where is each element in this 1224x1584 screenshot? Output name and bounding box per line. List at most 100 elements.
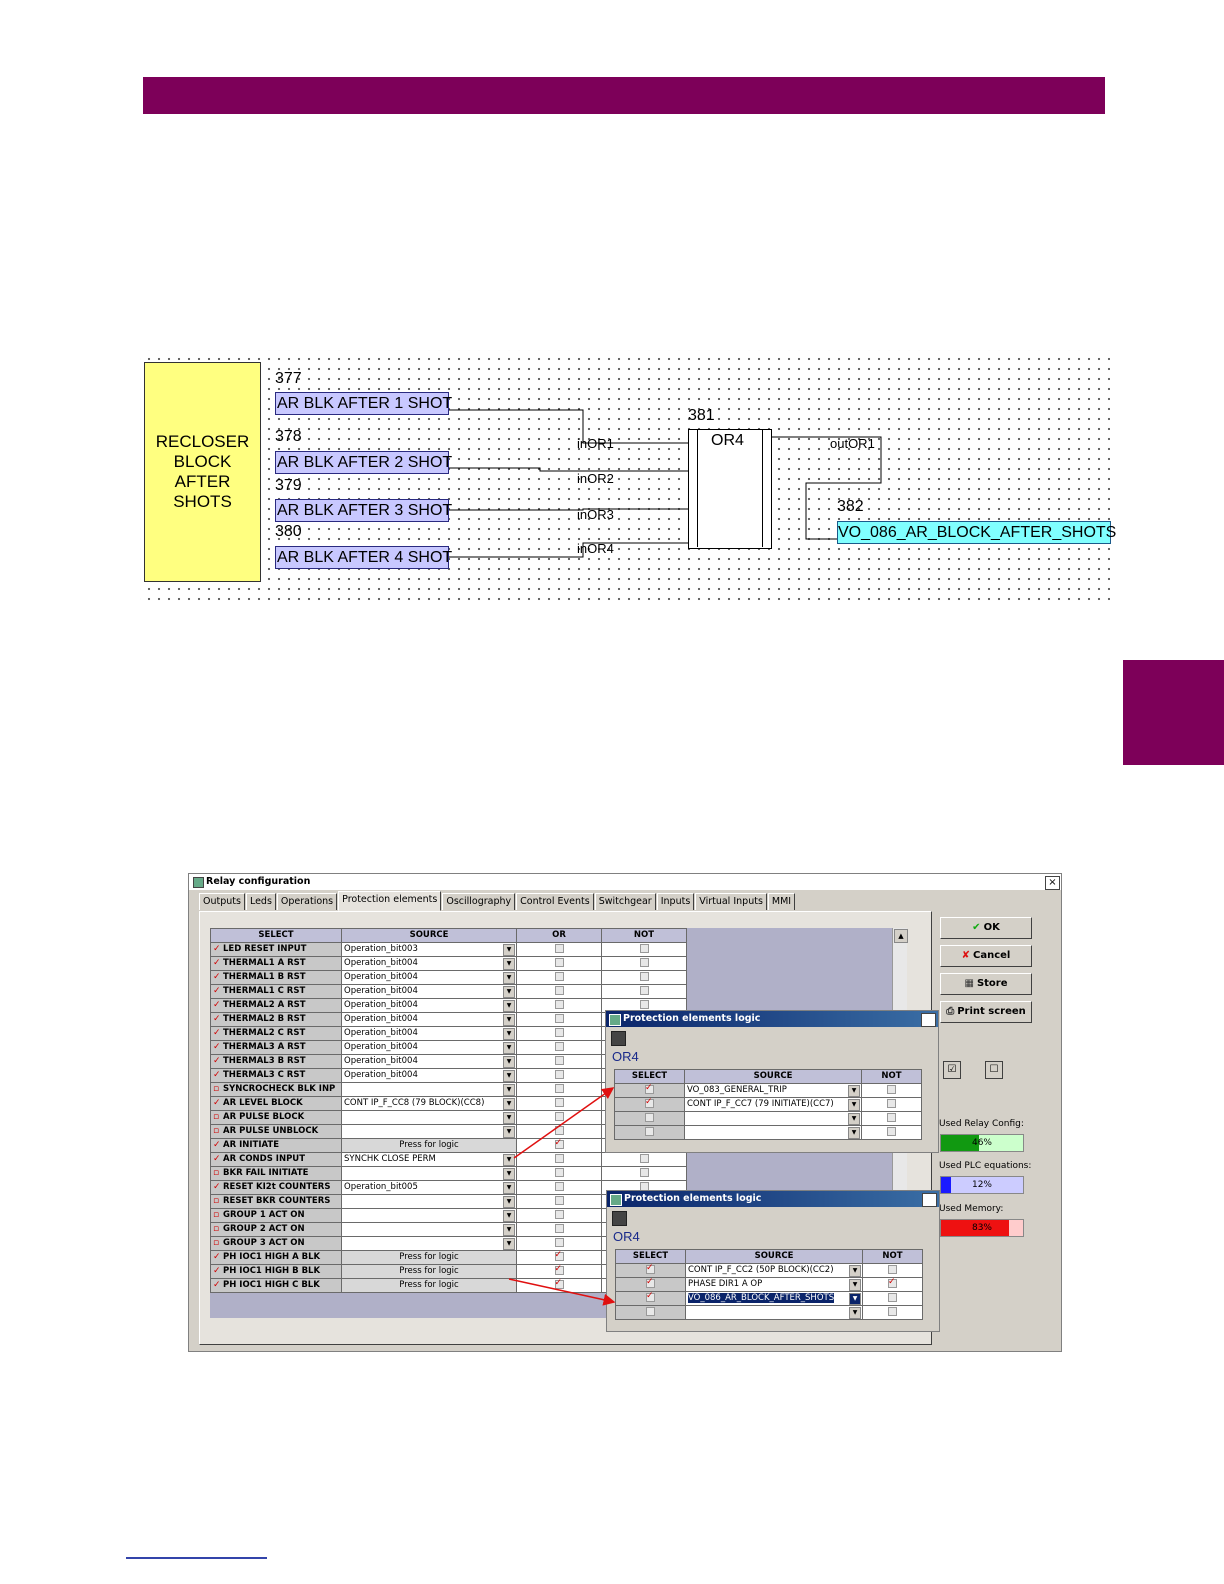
not-checkbox[interactable]: [887, 1113, 896, 1122]
row-not-cell[interactable]: [601, 1152, 687, 1167]
checkbox-icon[interactable]: ✓: [213, 1014, 221, 1024]
row-source-cell[interactable]: Operation_bit005▼: [341, 1180, 517, 1195]
row-select-cell[interactable]: ✓THERMAL3 A RST: [210, 1040, 342, 1055]
close-icon[interactable]: ×: [1045, 876, 1060, 890]
or-checkbox[interactable]: [554, 1126, 564, 1135]
or-checkbox[interactable]: [554, 1000, 564, 1009]
row-source-cell[interactable]: Operation_bit004▼: [341, 1040, 517, 1055]
or-checkbox[interactable]: [554, 1154, 564, 1163]
popup-not-cell[interactable]: [862, 1276, 923, 1292]
checkbox-icon[interactable]: ✓: [213, 1280, 221, 1290]
row-or-cell[interactable]: [516, 970, 602, 985]
table-row[interactable]: VO_086_AR_BLOCK_AFTER_SHOTS▼: [615, 1290, 923, 1306]
tab-virtual-inputs[interactable]: Virtual Inputs: [695, 893, 767, 910]
row-select-cell[interactable]: ✓THERMAL1 A RST: [210, 956, 342, 971]
checkbox-icon[interactable]: ✓: [213, 1182, 221, 1192]
scroll-up-icon[interactable]: ▲: [894, 929, 908, 943]
or-checkbox[interactable]: [554, 1238, 564, 1247]
dropdown-arrow-icon[interactable]: ▼: [849, 1307, 861, 1319]
popup-source-cell[interactable]: CONT IP_F_CC2 (50P BLOCK)(CC2)▼: [685, 1263, 863, 1278]
not-checkbox[interactable]: [639, 1000, 649, 1009]
dropdown-arrow-icon[interactable]: ▼: [503, 1238, 515, 1250]
not-checkbox[interactable]: [887, 1085, 896, 1094]
popup-not-cell[interactable]: [862, 1291, 923, 1306]
row-select-cell[interactable]: ✓THERMAL2 C RST: [210, 1026, 342, 1041]
popup-source-cell[interactable]: CONT IP_F_CC7 (79 INITIATE)(CC7)▼: [684, 1097, 862, 1112]
row-or-cell[interactable]: [516, 1180, 602, 1195]
row-source-cell[interactable]: Press for logic: [341, 1278, 517, 1293]
table-row[interactable]: ▫BKR FAIL INITIATE▼: [210, 1166, 687, 1181]
row-source-cell[interactable]: ▼: [341, 1110, 517, 1125]
popup-select-cell[interactable]: [614, 1082, 685, 1098]
row-or-cell[interactable]: [516, 1194, 602, 1209]
dropdown-arrow-icon[interactable]: ▼: [503, 986, 515, 998]
dropdown-arrow-icon[interactable]: ▼: [503, 1112, 515, 1124]
not-checkbox[interactable]: [888, 1265, 897, 1274]
tab-mmi[interactable]: MMI: [767, 893, 796, 910]
checkbox-icon[interactable]: ✓: [213, 958, 221, 968]
row-source-cell[interactable]: ▼: [341, 1194, 517, 1209]
or-checkbox[interactable]: [554, 1210, 564, 1219]
or-checkbox[interactable]: [554, 1168, 564, 1177]
row-or-cell[interactable]: [516, 1026, 602, 1041]
select-checkbox[interactable]: [646, 1290, 655, 1303]
select-all-button[interactable]: ☑: [943, 1061, 961, 1079]
checkbox-icon[interactable]: ✓: [213, 1056, 221, 1066]
row-source-cell[interactable]: ▼: [341, 1124, 517, 1139]
dropdown-arrow-icon[interactable]: ▼: [503, 1056, 515, 1068]
select-checkbox[interactable]: [645, 1113, 654, 1122]
row-select-cell[interactable]: ▫GROUP 1 ACT ON: [210, 1208, 342, 1223]
tab-control-events[interactable]: Control Events: [516, 893, 594, 910]
row-or-cell[interactable]: [516, 1054, 602, 1069]
row-source-cell[interactable]: Operation_bit004▼: [341, 1054, 517, 1069]
popup-not-cell[interactable]: [861, 1083, 922, 1098]
deselect-all-button[interactable]: ☐: [985, 1061, 1003, 1079]
checkbox-icon[interactable]: ✓: [213, 1070, 221, 1080]
or-checkbox[interactable]: [554, 1028, 564, 1037]
row-source-cell[interactable]: Operation_bit004▼: [341, 1068, 517, 1083]
or-checkbox[interactable]: [554, 1056, 564, 1065]
select-checkbox[interactable]: [645, 1096, 654, 1109]
popup-select-cell[interactable]: [614, 1111, 685, 1126]
row-select-cell[interactable]: ✓AR INITIATE: [210, 1138, 342, 1153]
row-source-cell[interactable]: Press for logic: [341, 1138, 517, 1153]
checkbox-icon[interactable]: ▫: [213, 1238, 220, 1248]
row-not-cell[interactable]: [601, 984, 687, 999]
checkbox-icon[interactable]: ▫: [213, 1112, 220, 1122]
tab-oscillography[interactable]: Oscillography: [442, 893, 516, 910]
dropdown-arrow-icon[interactable]: ▼: [503, 1210, 515, 1222]
table-row[interactable]: CONT IP_F_CC2 (50P BLOCK)(CC2)▼: [615, 1262, 923, 1278]
not-checkbox[interactable]: [887, 1127, 896, 1136]
row-select-cell[interactable]: ✓THERMAL1 C RST: [210, 984, 342, 999]
dropdown-arrow-icon[interactable]: ▼: [503, 1126, 515, 1138]
or-checkbox[interactable]: [554, 1098, 564, 1107]
popup-1-save-icon[interactable]: [611, 1031, 626, 1046]
row-or-cell[interactable]: [516, 1040, 602, 1055]
row-select-cell[interactable]: ✓PH IOC1 HIGH A BLK: [210, 1250, 342, 1265]
row-source-cell[interactable]: SYNCHK CLOSE PERM▼: [341, 1152, 517, 1167]
checkbox-icon[interactable]: ✓: [213, 944, 221, 954]
dropdown-arrow-icon[interactable]: ▼: [848, 1085, 860, 1097]
row-select-cell[interactable]: ▫AR PULSE UNBLOCK: [210, 1124, 342, 1139]
popup-not-cell[interactable]: [861, 1111, 922, 1126]
row-source-cell[interactable]: Press for logic: [341, 1250, 517, 1265]
checkbox-icon[interactable]: ✓: [213, 1098, 221, 1108]
not-checkbox[interactable]: [639, 972, 649, 981]
dropdown-arrow-icon[interactable]: ▼: [503, 972, 515, 984]
row-or-cell[interactable]: [516, 1110, 602, 1125]
or-checkbox[interactable]: [554, 944, 564, 953]
dropdown-arrow-icon[interactable]: ▼: [503, 1028, 515, 1040]
popup-select-cell[interactable]: [615, 1305, 686, 1320]
checkbox-icon[interactable]: ✓: [213, 1042, 221, 1052]
row-select-cell[interactable]: ✓THERMAL3 C RST: [210, 1068, 342, 1083]
or4-gate[interactable]: OR4: [688, 429, 772, 549]
tab-protection-elements[interactable]: Protection elements: [338, 891, 442, 911]
dropdown-arrow-icon[interactable]: ▼: [503, 1084, 515, 1096]
row-source-cell[interactable]: CONT IP_F_CC8 (79 BLOCK)(CC8)▼: [341, 1096, 517, 1111]
row-not-cell[interactable]: [601, 956, 687, 971]
row-source-cell[interactable]: Press for logic: [341, 1264, 517, 1279]
